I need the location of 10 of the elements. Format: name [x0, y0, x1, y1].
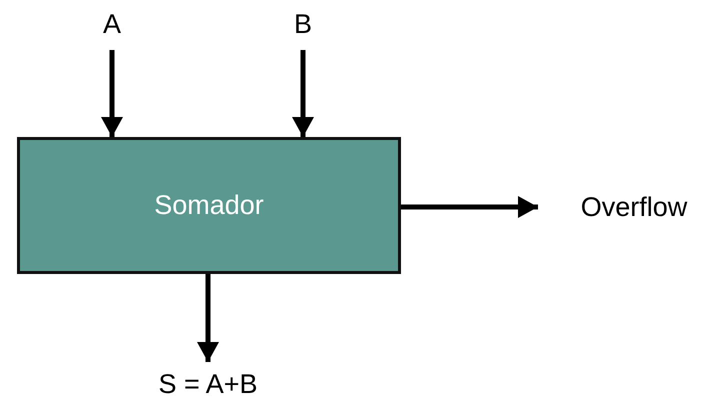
- arrow: [101, 50, 123, 137]
- signal-label: Overflow: [580, 192, 688, 222]
- arrow: [292, 50, 314, 137]
- arrow: [401, 196, 538, 218]
- arrow: [197, 274, 219, 362]
- adder-block: [17, 137, 401, 274]
- node-label: Somador: [154, 190, 264, 221]
- signal-label: A: [102, 8, 121, 40]
- signal-label: B: [294, 8, 312, 40]
- signal-label: S = A+B: [158, 368, 258, 400]
